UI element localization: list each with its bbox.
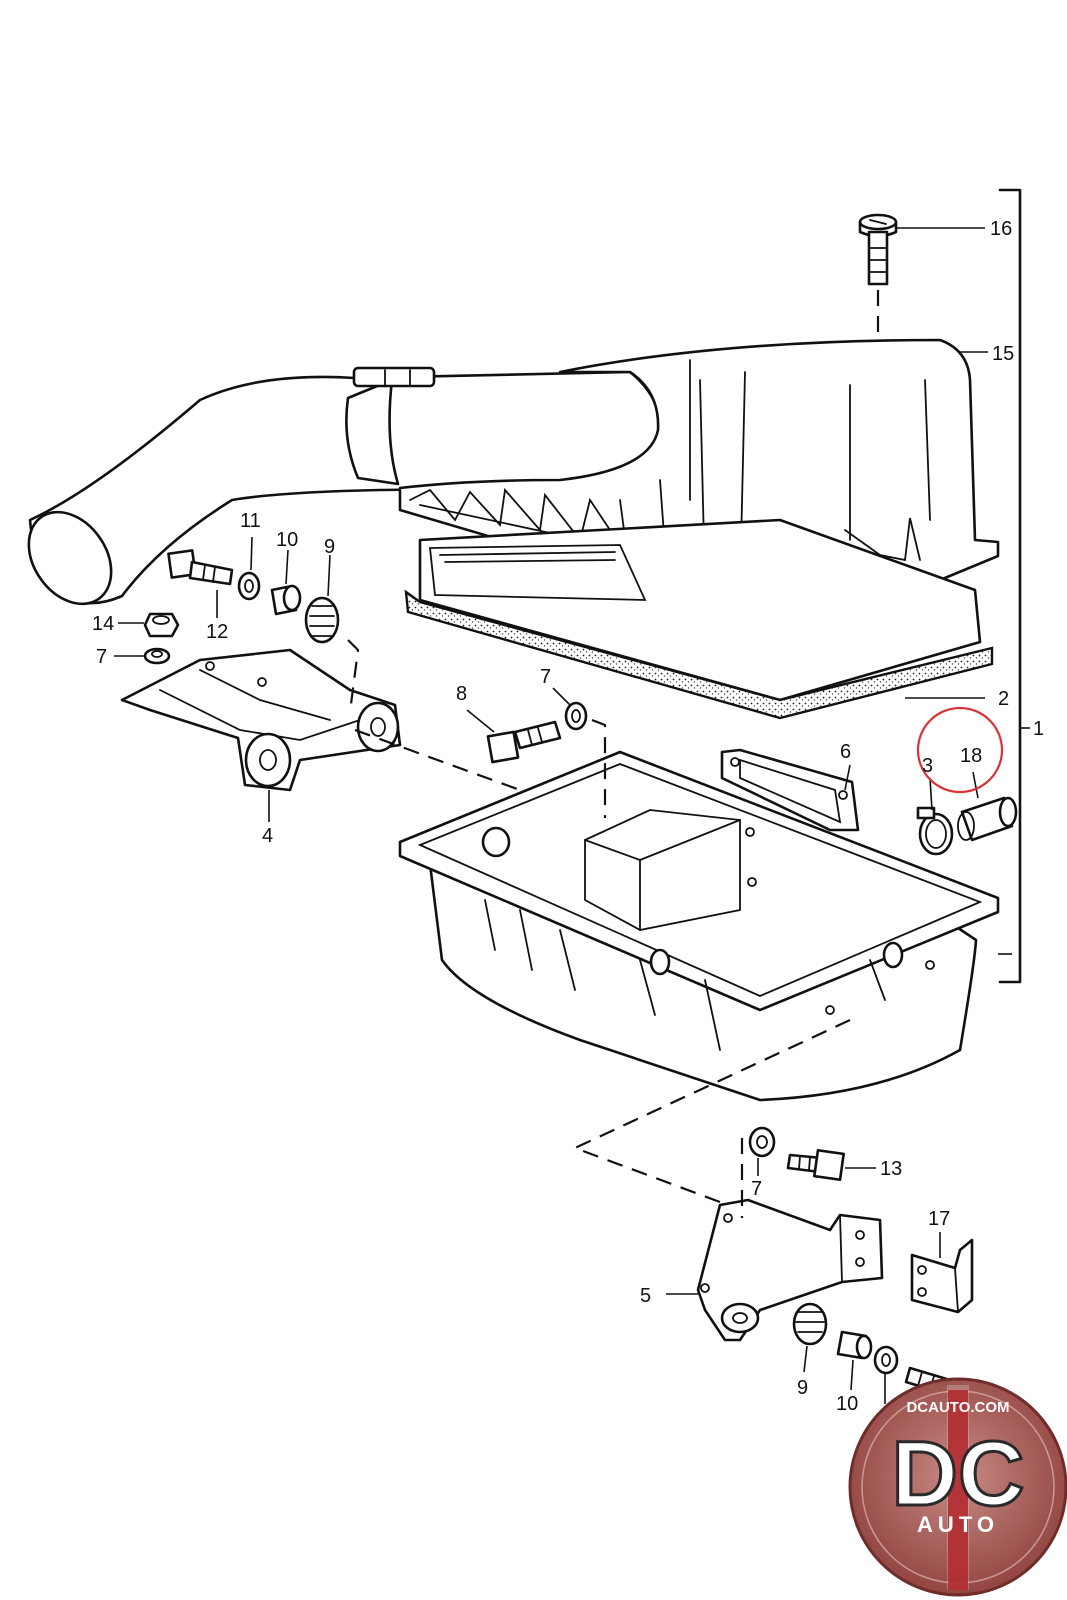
nut-14 — [143, 612, 180, 638]
callout-2: 2 — [998, 688, 1009, 710]
grommet-9-top — [304, 596, 340, 644]
intake-snorkel — [27, 366, 662, 606]
washer-7-lower — [748, 1126, 776, 1158]
callout-1: 1 — [1033, 718, 1044, 740]
callout-5: 5 — [640, 1285, 651, 1307]
callout-9-lower: 9 — [797, 1377, 808, 1399]
spacer-10-lower — [836, 1330, 873, 1360]
callout-14: 14 — [92, 613, 114, 635]
spacer-10-top — [270, 584, 302, 616]
washer-7-mid — [564, 701, 588, 731]
highlight-circle — [916, 706, 1004, 794]
filter-element-2 — [404, 518, 994, 720]
bolt-8 — [486, 720, 562, 764]
sleeve-18 — [957, 796, 1018, 842]
washer-7-left — [143, 647, 171, 665]
callout-8: 8 — [456, 683, 467, 705]
callout-3: 3 — [922, 755, 933, 777]
callout-16: 16 — [990, 218, 1012, 240]
callout-labels: 1 2 3 4 5 6 7 7 7 8 9 9 10 10 11 11 12 1… — [92, 218, 1044, 1461]
clamp-3 — [916, 806, 954, 856]
callout-9-top: 9 — [324, 536, 335, 558]
watermark-site: DCAUTO.COM — [906, 1399, 1009, 1416]
callout-6: 6 — [840, 741, 851, 763]
bracket-4 — [120, 648, 402, 792]
callout-15: 15 — [992, 343, 1014, 365]
callout-4: 4 — [262, 825, 273, 847]
watermark-logo-letters: DC — [892, 1423, 1025, 1525]
assembly-lines — [347, 639, 851, 1218]
callout-7-lower: 7 — [751, 1178, 762, 1200]
callout-7-mid: 7 — [540, 666, 551, 688]
bracket-5 — [696, 1198, 884, 1342]
bolt-12-top — [167, 549, 234, 586]
callout-18: 18 — [960, 745, 982, 767]
callout-12-top: 12 — [206, 621, 228, 643]
callout-11-top: 11 — [240, 510, 261, 532]
bracket-17 — [910, 1238, 974, 1314]
dcauto-watermark-logo: DCAUTO.COM DC AUTO — [848, 1377, 1067, 1597]
callout-13: 13 — [880, 1158, 902, 1180]
callout-17: 17 — [928, 1208, 950, 1230]
callout-7-left: 7 — [96, 646, 107, 668]
grommet-9-lower — [792, 1302, 828, 1346]
callout-10-lower: 10 — [836, 1393, 858, 1415]
air-filter-lower-box — [398, 750, 1000, 1102]
callout-10-top: 10 — [276, 529, 298, 551]
watermark-sub: AUTO — [917, 1512, 999, 1537]
bolt-13 — [786, 1149, 845, 1181]
washer-11-top — [237, 571, 261, 601]
washer-11-lower — [873, 1345, 899, 1375]
assembly-bracket — [998, 188, 1030, 984]
gasket-6 — [720, 748, 860, 832]
